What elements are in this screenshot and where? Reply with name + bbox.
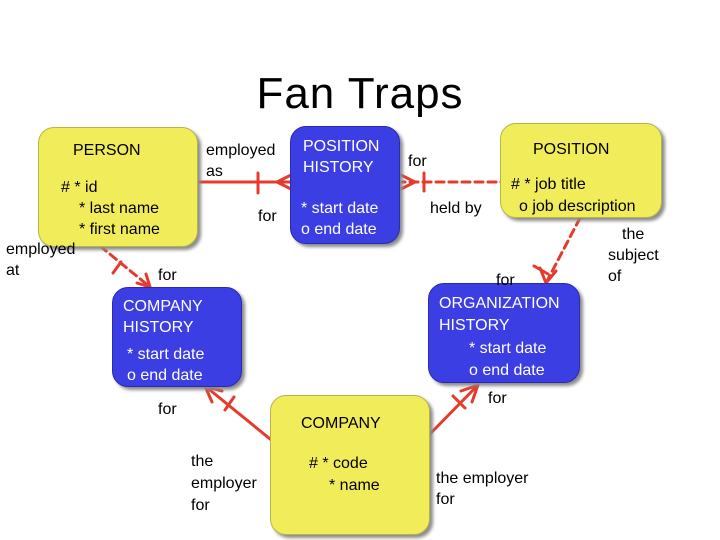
rel-person-company-history bbox=[98, 244, 152, 289]
label-the-employer-for: employer bbox=[191, 475, 257, 492]
entity-position-history: POSITION HISTORY * start date o end date bbox=[290, 126, 400, 244]
entity-name: POSITION bbox=[533, 141, 610, 158]
label-subject-of: of bbox=[608, 268, 622, 285]
entity-person: PERSON # * id * last name * first name bbox=[38, 127, 198, 247]
label-the-employer-for: for bbox=[191, 497, 210, 514]
entity-name: HISTORY bbox=[303, 159, 374, 176]
label-the-employer-for: for bbox=[436, 491, 455, 508]
rel-position-organization-history bbox=[532, 216, 582, 285]
entity-name: POSITION bbox=[303, 138, 380, 155]
attribute: # * job title bbox=[511, 176, 586, 193]
rel-position-history-position bbox=[395, 171, 505, 193]
entity-name: HISTORY bbox=[439, 317, 510, 334]
attribute: * start date bbox=[127, 346, 205, 363]
attribute: o end date bbox=[127, 367, 203, 384]
entity-name: ORGANIZATION bbox=[439, 295, 560, 312]
label-subject-of: the bbox=[622, 226, 645, 243]
entity-name: COMPANY bbox=[301, 415, 381, 432]
label-for: for bbox=[158, 401, 177, 418]
entity-company: COMPANY # * code * name bbox=[270, 395, 430, 535]
label-for: for bbox=[408, 153, 427, 170]
attribute: * name bbox=[329, 477, 380, 494]
attribute: # * code bbox=[309, 455, 368, 472]
label-employed-at: employed bbox=[6, 241, 76, 258]
entity-organization-history: ORGANIZATION HISTORY * start date o end … bbox=[428, 283, 580, 383]
attribute: # * id bbox=[61, 179, 98, 196]
attribute: o end date bbox=[301, 221, 377, 238]
entity-position: POSITION # * job title o job description bbox=[500, 123, 662, 218]
diagram-title: Fan Traps bbox=[256, 69, 464, 118]
entity-name: HISTORY bbox=[123, 319, 194, 336]
entity-name: PERSON bbox=[73, 142, 141, 159]
attribute: * first name bbox=[79, 221, 160, 238]
entity-company-history: COMPANY HISTORY * start date o end date bbox=[112, 287, 242, 387]
rel-person-position-history bbox=[194, 171, 295, 195]
attribute: * start date bbox=[301, 200, 379, 217]
rel-organization-history-company bbox=[424, 383, 480, 440]
attribute: * last name bbox=[79, 200, 160, 217]
label-employed-as: as bbox=[206, 163, 223, 180]
label-subject-of: subject bbox=[608, 247, 659, 264]
attribute: o job description bbox=[519, 198, 636, 215]
label-for: for bbox=[488, 390, 507, 407]
label-for: for bbox=[258, 208, 277, 225]
label-the-employer-for: the employer bbox=[436, 470, 529, 487]
label-employed-as: employed bbox=[206, 142, 276, 159]
label-the-employer-for: the bbox=[191, 453, 214, 470]
attribute: o end date bbox=[469, 362, 545, 379]
label-for: for bbox=[158, 267, 177, 284]
rel-company-history-company bbox=[203, 384, 277, 445]
attribute: * start date bbox=[469, 340, 547, 357]
label-for: for bbox=[496, 272, 515, 289]
label-employed-at: at bbox=[6, 262, 20, 279]
entity-name: COMPANY bbox=[123, 298, 203, 315]
label-held-by: held by bbox=[430, 200, 482, 217]
